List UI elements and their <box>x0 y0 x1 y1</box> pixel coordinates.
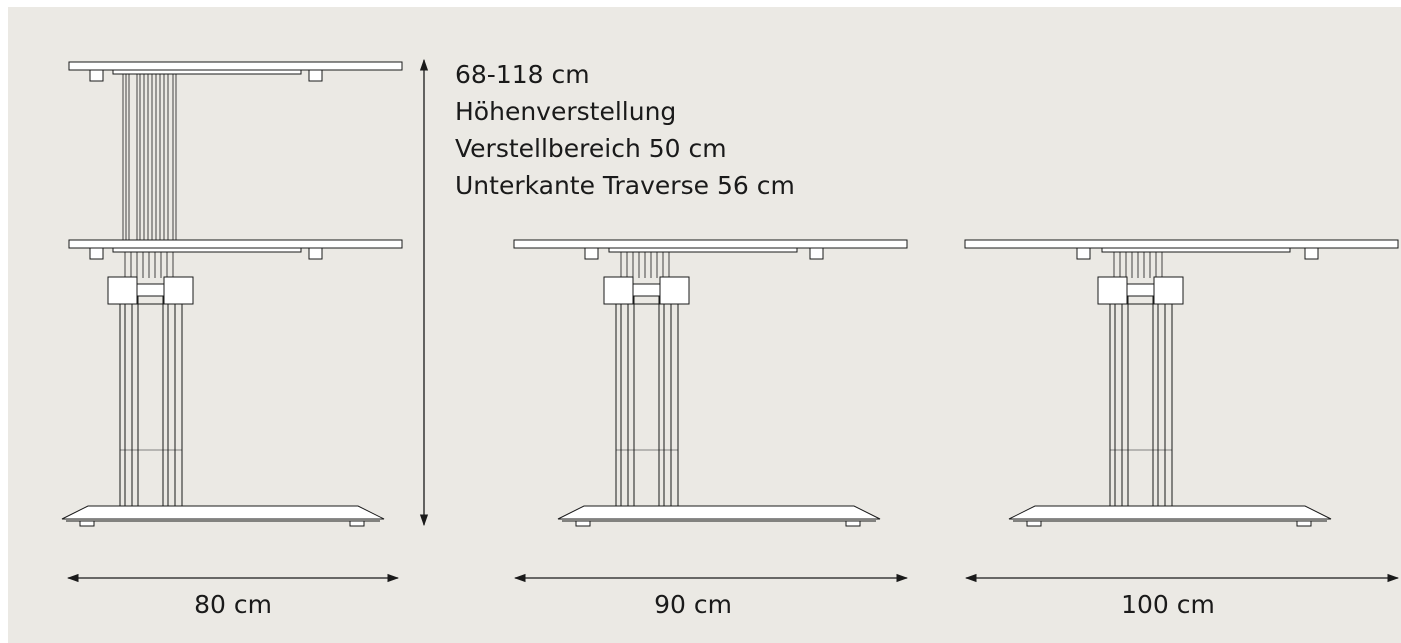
top-rail-raised <box>112 69 302 75</box>
width-label-80: 80 cm <box>194 590 272 619</box>
glide-right <box>1296 520 1312 527</box>
traverse-block-left <box>603 276 634 305</box>
top-bracket-right-raised <box>308 69 323 82</box>
traverse-connector <box>1126 283 1155 297</box>
height-range: 68-118 cm <box>455 60 590 89</box>
top-bracket-right <box>308 247 323 260</box>
table-100cm <box>964 239 1399 527</box>
table-80cm <box>61 61 403 527</box>
top-rail-lowered <box>112 247 302 253</box>
top-bracket-right <box>1304 247 1319 260</box>
traverse-block-right <box>1153 276 1184 305</box>
traverse-block-left <box>1097 276 1128 305</box>
tabletop-raised <box>68 61 403 71</box>
top-rail <box>608 247 798 253</box>
column <box>615 296 679 507</box>
traverse-connector <box>136 283 165 297</box>
adjust-range: Verstellbereich 50 cm <box>455 134 727 163</box>
glide-left <box>79 520 95 527</box>
traverse-connector <box>632 283 661 297</box>
base-foot <box>557 505 881 520</box>
column-extension-lines <box>122 74 177 240</box>
tabletop-lowered <box>68 239 403 249</box>
width-label-90: 90 cm <box>654 590 732 619</box>
top-bracket-left <box>584 247 599 260</box>
traverse-block-left <box>107 276 138 305</box>
column <box>119 296 183 507</box>
traverse-block-right <box>659 276 690 305</box>
glide-left <box>575 520 591 527</box>
glide-right <box>845 520 861 527</box>
table-90cm <box>513 239 908 527</box>
top-bracket-left <box>89 247 104 260</box>
top-rail <box>1101 247 1291 253</box>
traverse-underside: Unterkante Traverse 56 cm <box>455 171 795 200</box>
tabletop <box>513 239 908 249</box>
column <box>1109 296 1173 507</box>
top-bracket-left-raised <box>89 69 104 82</box>
base-foot <box>1008 505 1332 520</box>
width-label-100: 100 cm <box>1121 590 1215 619</box>
diagram-background <box>8 7 1401 643</box>
tabletop <box>964 239 1399 249</box>
glide-left <box>1026 520 1042 527</box>
glide-right <box>349 520 365 527</box>
top-bracket-right <box>809 247 824 260</box>
height-adjust-label: Höhenverstellung <box>455 97 677 126</box>
top-bracket-left <box>1076 247 1091 260</box>
height-spec: 68-118 cm Höhenverstellung Verstellberei… <box>455 56 795 204</box>
traverse-block-right <box>163 276 194 305</box>
base-foot <box>61 505 385 520</box>
